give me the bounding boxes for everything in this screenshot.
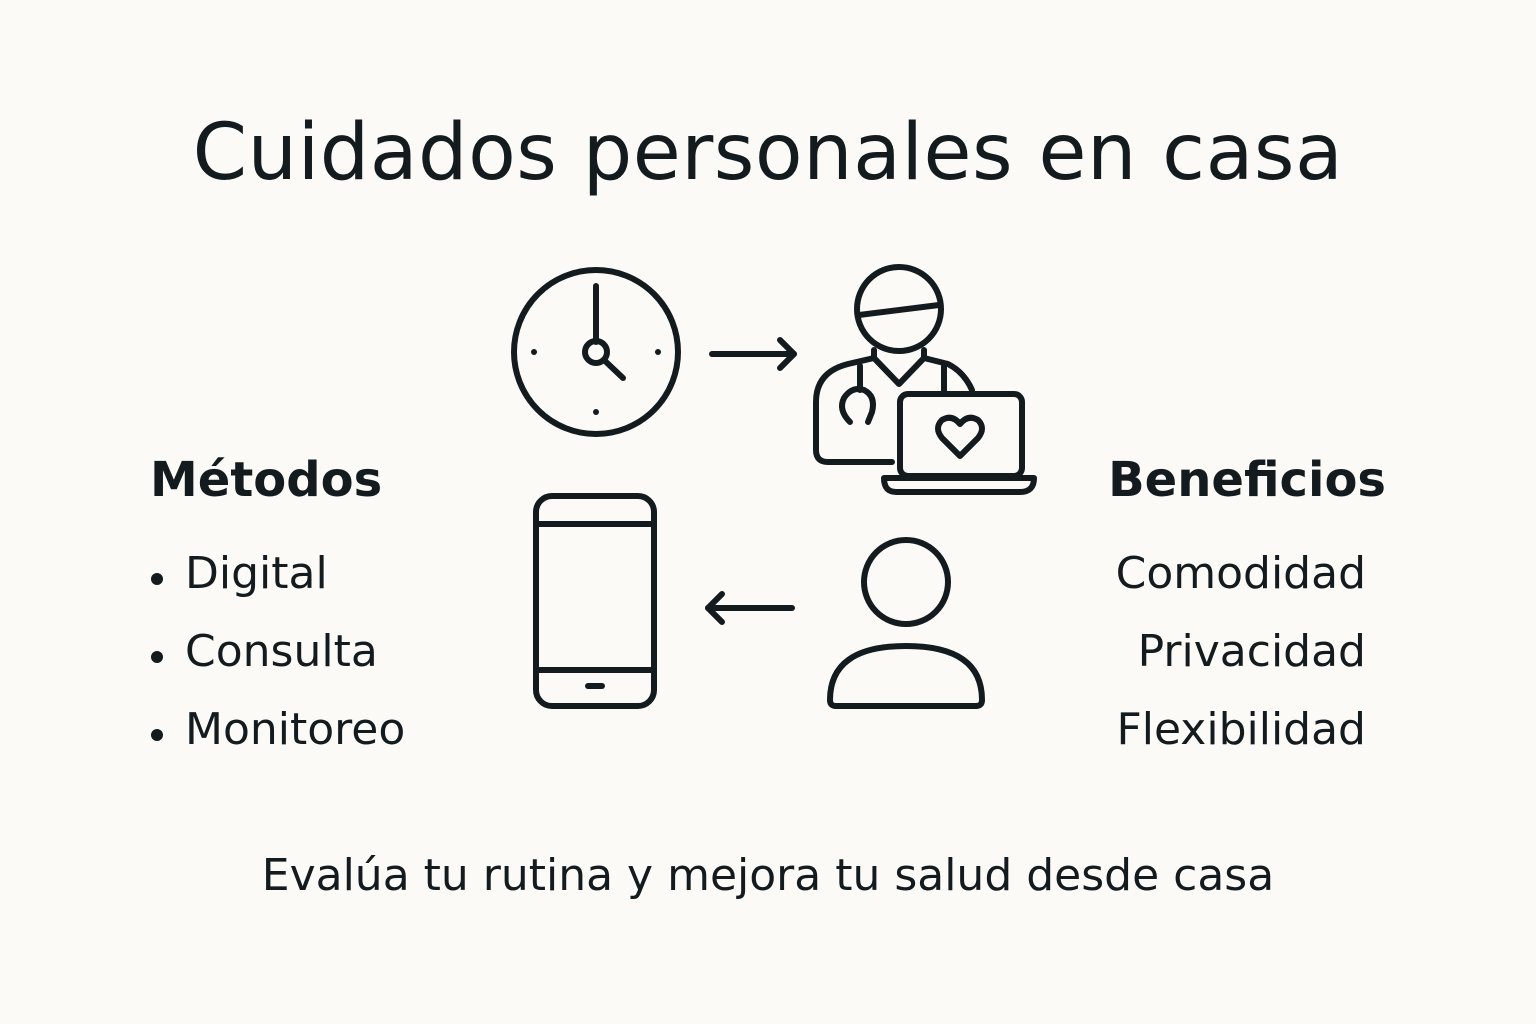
method-item: Digital — [185, 548, 328, 599]
clock-icon — [508, 264, 684, 440]
method-item: Consulta — [185, 626, 378, 677]
page-title: Cuidados personales en casa — [192, 108, 1344, 198]
footer-tagline: Evalúa tu rutina y mejora tu salud desde… — [261, 850, 1275, 901]
arrow-right-icon — [706, 336, 802, 372]
doctor-with-laptop-icon — [808, 262, 1044, 502]
bullet-icon — [151, 573, 163, 585]
benefits-heading: Beneficios — [1108, 452, 1386, 508]
arrow-left-icon — [700, 590, 800, 626]
user-icon — [824, 536, 988, 712]
bullet-icon — [151, 651, 163, 663]
methods-heading: Métodos — [150, 452, 383, 508]
benefit-item: Flexibilidad — [1116, 704, 1366, 755]
bullet-icon — [151, 729, 163, 741]
benefit-item: Comodidad — [1115, 548, 1366, 599]
smartphone-icon — [530, 492, 660, 712]
benefit-item: Privacidad — [1137, 626, 1366, 677]
method-item: Monitoreo — [185, 704, 406, 755]
